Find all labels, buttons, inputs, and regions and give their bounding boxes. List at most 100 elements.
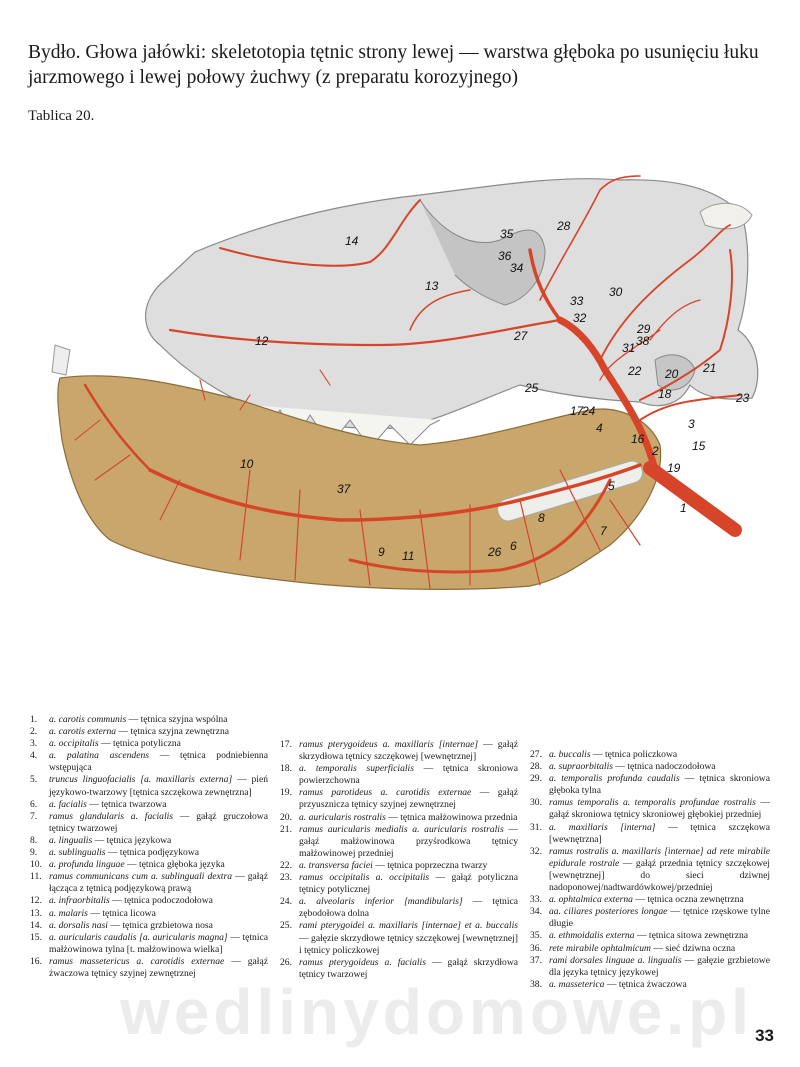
legend-text: ramus parotideus a. carotidis externae —… (299, 787, 518, 811)
figure-label: 12 (255, 334, 269, 348)
legend-item: 5.truncus linguofacialis [a. maxillaris … (30, 774, 268, 798)
figure-label: 38 (636, 334, 650, 348)
legend-item: 9.a. sublingualis — tętnica podjęzykowa (30, 847, 268, 859)
legend-number: 36. (530, 942, 542, 954)
legend-number: 4. (30, 750, 38, 762)
legend-text: a. lingualis — tętnica językowa (49, 835, 268, 847)
legend-item: 7.ramus glandularis a. facialis — gałąź … (30, 811, 268, 835)
polish-name: — gałąź gruczołowa tętnicy twarzowej (49, 810, 268, 834)
legend-number: 12. (30, 895, 42, 907)
figure-label: 14 (345, 234, 359, 248)
legend-text: ramus massetericus a. carotidis externae… (49, 956, 268, 980)
legend-number: 28. (530, 761, 542, 773)
figure-label: 15 (692, 439, 706, 453)
legend-text: a. infraorbitalis — tętnica podoczodołow… (49, 895, 268, 907)
polish-name: — tętnica skroniowa głęboka tylna (549, 773, 770, 797)
legend-item: 10.a. profunda linguae — tętnica głęboka… (30, 859, 268, 871)
polish-name: — gałąź skrzydłowa tętnicy szczękowej [w… (299, 739, 518, 763)
polish-name: — gałąź potyliczna tętnicy potylicznej (299, 872, 518, 896)
legend-number: 38. (530, 978, 542, 990)
polish-name: — tętnica małżowinowa tylna [t. małżowin… (49, 931, 269, 955)
legend-number: 33. (530, 894, 542, 906)
polish-name: — tętnica podjęzykowa (107, 847, 200, 859)
legend-item: 2.a. carotis externa — tętnica szyjna ze… (30, 726, 268, 738)
latin-name: a. buccalis (549, 749, 591, 760)
latin-name: aa. ciliares posteriores longae (549, 906, 668, 918)
figure-label: 26 (487, 545, 502, 559)
legend-text: ramus rostralis a. maxillaris [internae]… (549, 846, 770, 894)
legend-text: ramus occipitalis a. occipitalis — gałąź… (299, 872, 518, 896)
legend-item: 16.ramus massetericus a. carotidis exter… (30, 956, 268, 980)
legend-text: a. dorsalis nasi — tętnica grzbietowa no… (49, 920, 268, 932)
legend-text: ramus auricularis medialis a. auriculari… (299, 824, 518, 860)
polish-name: — tętnica zębodołowa dolna (299, 896, 519, 920)
legend-item: 11. ramus communicans cum a. sublinguali … (30, 871, 268, 895)
polish-name: — tętnica małżowinowa przednia (388, 811, 518, 823)
legend-text: rete mirabile ophtalmicum — sieć dziwna … (549, 943, 770, 955)
legend-item: 20.a. auricularis rostralis — tętnica ma… (280, 812, 518, 824)
latin-name: ramus communicans cum a. sublinguali dex… (49, 871, 232, 883)
figure-label: 36 (498, 249, 512, 263)
page-number: 33 (755, 1026, 774, 1045)
polish-name: — tętnica szyjna zewnętrzna (118, 726, 230, 738)
legend-number: 18. (280, 763, 292, 775)
figure-label: 8 (538, 511, 545, 525)
polish-name: — gałąź małżowinowa przyśrodkowa tętnicy… (299, 823, 519, 859)
figure-label: 35 (500, 227, 514, 241)
figure-label: 5 (608, 479, 615, 493)
legend-number: 11. (30, 871, 42, 883)
legend-number: 5. (30, 774, 38, 786)
legend-text: a. alveolaris inferior [mandibularis] — … (299, 896, 518, 920)
polish-name: — gałąź przednia tętnicy szczękowej [wew… (549, 857, 770, 894)
legend-item: 22.a. transversa faciei — tętnica poprze… (280, 860, 518, 872)
polish-name: — gałąź skrzydłowa tętnicy twarzowej (299, 956, 519, 980)
polish-name: — pień językowo-twarzowy [tętnica szczęk… (49, 774, 269, 798)
polish-name: — tętnica nadoczodołowa (615, 761, 716, 773)
latin-name: a. supraorbitalis (549, 761, 613, 773)
legend-number: 32. (530, 845, 542, 857)
legend-text: a. buccalis — tętnica policzkowa (549, 749, 770, 761)
legend-item: 15.a. auricularis caudalis [a. auricular… (30, 932, 268, 956)
legend-number: 31. (530, 821, 542, 833)
legend-number: 21. (280, 823, 292, 835)
figure-label: 10 (240, 457, 254, 471)
legend-item: 26.ramus pterygoideus a. facialis — gałą… (280, 957, 518, 981)
figure-label: 7 (600, 524, 608, 538)
latin-name: a. dorsalis nasi (49, 919, 108, 931)
latin-name: a. profunda linguae (49, 859, 125, 871)
legend-item: 30.ramus temporalis a. temporalis profun… (530, 797, 770, 821)
legend-item: 21. ramus auricularis medialis a. auricul… (280, 824, 518, 860)
figure-label: 1 (680, 501, 687, 515)
latin-name: a. ethmoidalis externa (549, 930, 635, 942)
latin-name: a. palatina ascendens (49, 750, 150, 762)
latin-name: ramus glandularis a. facialis (49, 810, 174, 822)
polish-name: — tętnica poprzeczna twarzy (375, 859, 488, 871)
legend-column-1: 1.a. carotis communis — tętnica szyjna w… (30, 714, 268, 980)
latin-name: a. temporalis profunda caudalis (549, 773, 680, 785)
latin-name: ramus auricularis medialis a. auriculari… (299, 823, 504, 835)
legend-number: 1. (30, 714, 38, 725)
legend-text: a. carotis externa — tętnica szyjna zewn… (49, 726, 268, 738)
legend-text: aa. ciliares posteriores longae — tętnic… (549, 906, 770, 930)
latin-name: a. facialis (49, 798, 87, 810)
figure-label: 28 (556, 219, 571, 233)
figure-label: 11 (402, 549, 414, 563)
figure-label: 32 (573, 311, 587, 325)
polish-name: — gałąź skroniowa tętnicy skroniowej głę… (549, 797, 770, 821)
latin-name: a. maxillaris [interna] (549, 821, 656, 833)
legend-item: 27.a. buccalis — tętnica policzkowa (530, 749, 770, 761)
legend-text: a. auricularis caudalis [a. auricularis … (49, 932, 268, 956)
legend-text: ramus glandularis a. facialis — gałąź gr… (49, 811, 268, 835)
legend-text: a. masseterica — tętnica żwaczowa (549, 979, 770, 991)
legend-number: 24. (280, 896, 292, 908)
page-title: Bydło. Głowa jałówki: skeletotopia tętni… (28, 42, 759, 88)
latin-name: rete mirabile ophtalmicum (549, 942, 651, 954)
legend-number: 14. (30, 919, 42, 931)
legend-item: 4.a. palatina ascendens — tętnica podnie… (30, 750, 268, 774)
figure-label: 23 (735, 391, 750, 405)
polish-name: — gałąź przyuszniczа tętnicy szyjnej zew… (299, 787, 518, 811)
latin-name: a. carotis externa (49, 726, 117, 738)
polish-name: — tętnica oczna zewnętrzna (635, 894, 744, 906)
figure-label: 31 (622, 341, 635, 355)
figure-label: 33 (570, 294, 584, 308)
